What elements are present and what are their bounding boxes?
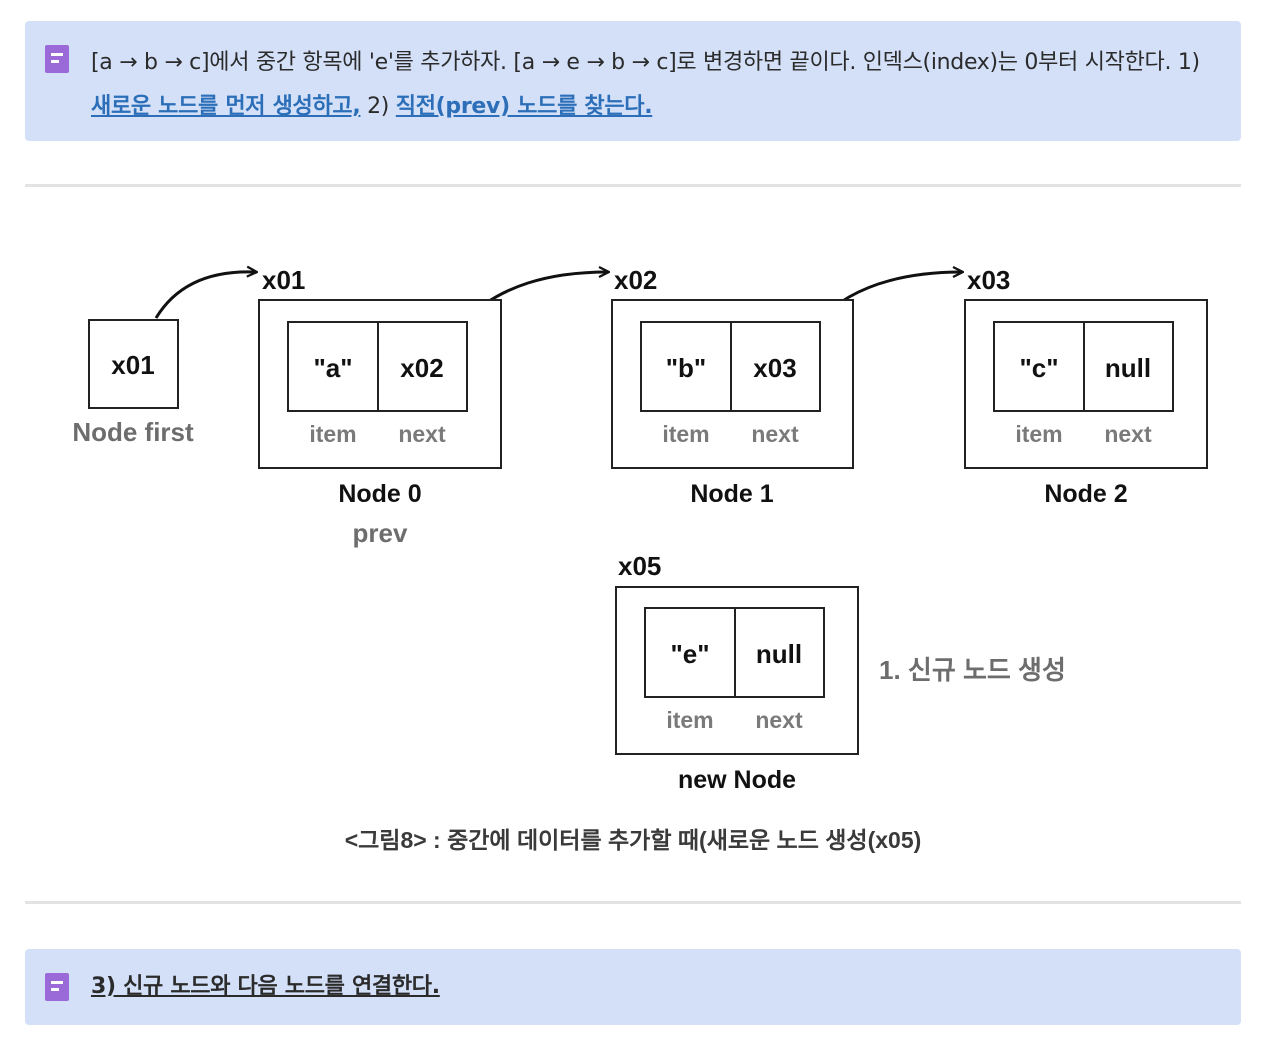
bottom-callout: 3) 신규 노드와 다음 노드를 연결한다.: [25, 949, 1241, 1025]
link-create-node[interactable]: 새로운 노드를 먼저 생성하고,: [91, 94, 361, 119]
node2-item-value: "c": [1019, 353, 1058, 383]
link-find-prev[interactable]: 직전(prev) 노드를 찾는다.: [395, 94, 653, 119]
node1-item-value: "b": [666, 353, 707, 383]
node1-next-field: next: [751, 421, 799, 447]
node0-next-field: next: [398, 421, 446, 447]
figure-caption: <그림8> : 중간에 데이터를 추가할 때(새로운 노드 생성(x05): [345, 827, 922, 853]
node1-next-cell: [730, 321, 821, 412]
node1-name: Node 1: [690, 480, 773, 508]
callout-body-text: [a → b → c]에서 중간 항목에 'e'를 추가하자. [a → e →…: [91, 50, 1200, 75]
node0-item-cell: [287, 321, 379, 412]
first-pointer-value: x01: [111, 350, 154, 380]
node0-name: Node 0: [338, 480, 421, 508]
node0-item-value: "a": [313, 353, 352, 383]
callout-text: [a → b → c]에서 중간 항목에 'e'를 추가하자. [a → e →…: [91, 41, 1221, 129]
new-node-item-cell: [644, 607, 736, 698]
node2-next-cell: [1083, 321, 1174, 412]
node0-next-cell: [377, 321, 468, 412]
node0-next-value: x02: [400, 353, 443, 383]
divider: [25, 901, 1241, 904]
new-node-address: x05: [618, 551, 661, 581]
new-node-next-value: null: [756, 639, 802, 669]
first-pointer-box: [88, 319, 179, 409]
node2-item-cell: [993, 321, 1085, 412]
node0-address: x01: [262, 265, 305, 295]
new-node-name: new Node: [678, 766, 796, 794]
callout-step3-text: 3) 신규 노드와 다음 노드를 연결한다.: [91, 974, 440, 999]
node0-item-field: item: [309, 421, 356, 447]
new-node-next-cell: [734, 607, 825, 698]
new-node-next-field: next: [755, 707, 803, 733]
node2-name: Node 2: [1044, 480, 1127, 508]
note-icon: [45, 45, 69, 73]
node0-prev-label: prev: [353, 518, 408, 548]
new-node-item-value: "e": [670, 639, 709, 669]
node1-item-field: item: [662, 421, 709, 447]
node2-address: x03: [967, 265, 1010, 295]
arrow-first-to-node0: [154, 272, 256, 319]
callout-mid-text: 2): [360, 94, 396, 119]
note-icon: [45, 973, 69, 1001]
first-pointer-label: Node first: [72, 417, 194, 447]
node2-item-field: item: [1015, 421, 1062, 447]
divider: [25, 184, 1241, 187]
step-note: 1. 신규 노드 생성: [879, 655, 1066, 685]
node1-next-value: x03: [753, 353, 796, 383]
node2-next-value: null: [1105, 353, 1151, 383]
node2-next-field: next: [1104, 421, 1152, 447]
new-node-item-field: item: [666, 707, 713, 733]
node1-address: x02: [614, 265, 657, 295]
top-callout: [a → b → c]에서 중간 항목에 'e'를 추가하자. [a → e →…: [25, 21, 1241, 141]
